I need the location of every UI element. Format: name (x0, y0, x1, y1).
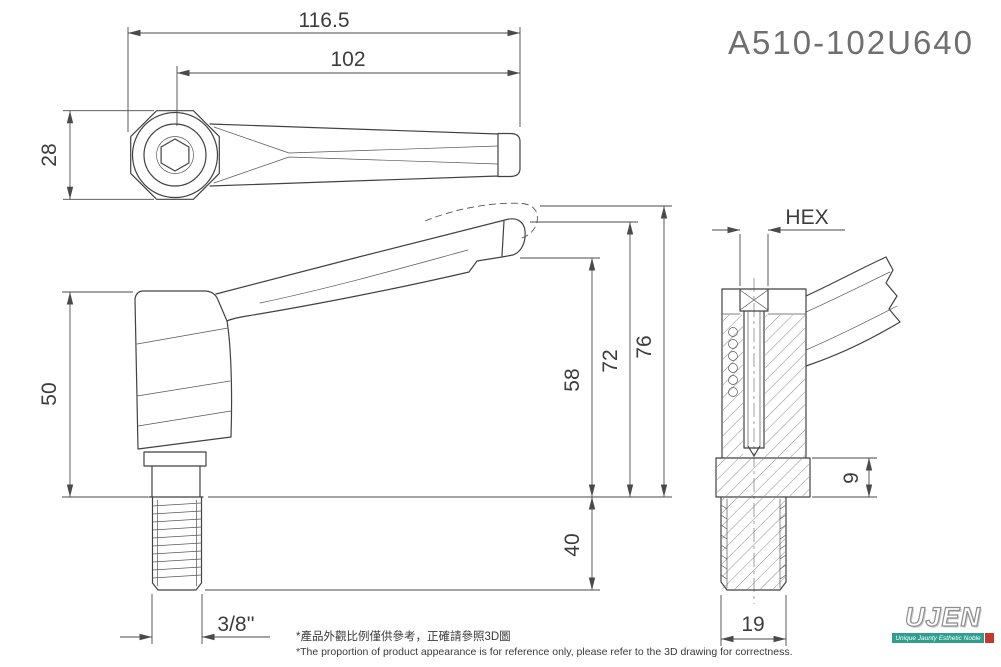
dim-thread-ext-lines (151, 594, 203, 644)
dim-body-height-label: 50 (38, 382, 61, 405)
dim-boss-label: 28 (38, 143, 61, 166)
hex-socket-detail (739, 289, 769, 311)
side-view: 50 58 40 72 76 3/8'' (38, 202, 672, 644)
boss-inner-circle (143, 123, 207, 187)
dim-height-58: 58 (561, 258, 596, 497)
dim-72-label: 72 (599, 349, 622, 372)
threaded-hole (743, 310, 765, 457)
logo-tagline-bar: Unique Jaunty Esthetic Noble (892, 633, 984, 644)
hex-socket (160, 138, 190, 172)
lever-inner-line (259, 249, 469, 304)
dim-height-72: 72 (599, 222, 634, 497)
stud-outline (151, 496, 203, 591)
dim-thread-size: 3/8'' (120, 594, 270, 644)
dim-76-label: 76 (633, 335, 656, 358)
dim-overall-length: 116.5 (127, 9, 521, 132)
body-grip-lines (136, 327, 232, 427)
spring-coils (728, 327, 738, 397)
dim-boss-width: 28 (38, 110, 154, 200)
dim-body-height: 50 (38, 291, 148, 498)
dim-collar-height: 9 (812, 457, 877, 498)
dim-58-label: 58 (561, 368, 584, 391)
ujen-logo: UJEN Unique Jaunty Esthetic Noble (892, 602, 994, 644)
section-hatching (717, 315, 809, 589)
dim-body-height-ext (62, 291, 148, 498)
part-number: A510-102U640 (728, 24, 975, 61)
dim-stud-label: 19 (741, 613, 764, 636)
dim-handle-length: 102 (176, 48, 520, 126)
note-chinese: *產品外觀比例僅供參考，正確請參照3D圖 (296, 631, 511, 643)
boss-outer-circle (131, 111, 219, 199)
socket-circle (156, 136, 194, 174)
dim-height-76: 76 (633, 206, 668, 497)
dim-hex: HEX (712, 206, 845, 286)
dim-overall-label: 116.5 (299, 9, 350, 32)
handle-stub-outline (805, 256, 901, 367)
note-english: *The proportion of product appearance is… (296, 646, 793, 658)
dim-thread-length: 40 (561, 497, 596, 590)
washer (143, 451, 207, 467)
section-view: HEX 9 19 (712, 206, 901, 646)
dim-stud-width: 19 (720, 595, 787, 646)
logo-name: UJEN (904, 602, 982, 632)
notes: *產品外觀比例僅供參考，正確請參照3D圖 *The proportion of … (296, 628, 793, 658)
lever-phantom-position (424, 202, 538, 239)
dim-40-label: 40 (561, 533, 584, 556)
side-extension-lines (205, 205, 672, 591)
dim-boss-ext-lines (63, 110, 154, 200)
lever-outline (215, 218, 526, 322)
threaded-hole-minor-lines (747, 310, 761, 446)
logo-tagline: Unique Jaunty Esthetic Noble (895, 634, 981, 642)
top-view: 116.5 102 28 (38, 9, 521, 200)
boss-octagon (130, 110, 220, 200)
stud-thread-lines (152, 499, 202, 587)
dim-handle-label: 102 (330, 48, 365, 71)
dim-overall-ext-lines (127, 27, 521, 132)
handle-stub-inner-lines (805, 271, 898, 351)
section-outline (715, 288, 811, 591)
body-outline (134, 290, 233, 450)
stud-section-thread-ticks (720, 498, 787, 589)
dim-hex-label: HEX (785, 206, 828, 229)
dim-thread-label: 3/8'' (217, 613, 254, 636)
handle-ridge-lines (213, 126, 499, 184)
dim-collar-label: 9 (840, 472, 863, 484)
dim-hex-ext-lines (739, 234, 769, 286)
logo-bar-row: Unique Jaunty Esthetic Noble (892, 633, 994, 644)
neck (148, 465, 204, 498)
hex-socket-hole (739, 288, 769, 312)
handle-top-outline (209, 123, 521, 187)
logo-accent-mark (985, 633, 994, 644)
